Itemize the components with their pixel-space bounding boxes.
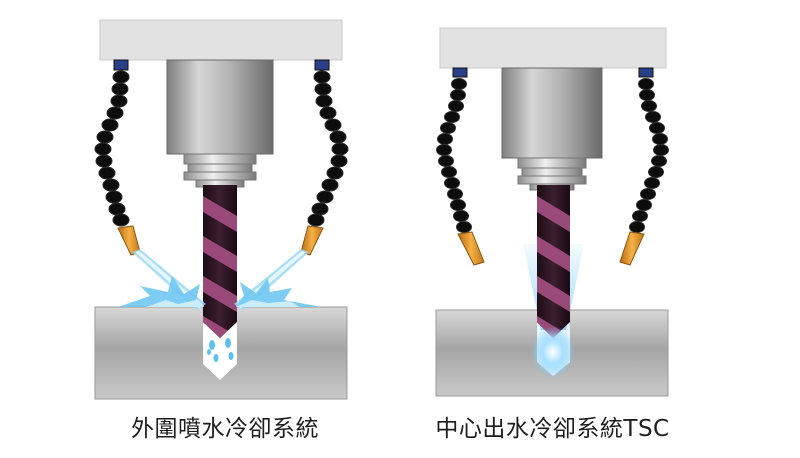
external-coolant-panel (94, 19, 349, 400)
coolant-splash (118, 276, 322, 307)
spindle-body (501, 67, 603, 159)
spindle-body (166, 59, 274, 155)
hose-fitting-left (113, 59, 129, 71)
through-spindle-coolant-panel (435, 27, 669, 397)
hose-fitting-left (452, 67, 468, 78)
caption-external-coolant: 外圍噴水冷卻系統 (131, 416, 319, 442)
drill-bit (203, 185, 237, 338)
hose-fitting-right (314, 59, 330, 71)
hose-fitting-right (638, 67, 654, 78)
caption-through-spindle-coolant: 中心出水冷卻系統TSC (435, 416, 670, 442)
drill-hole (203, 320, 237, 380)
spindle-head (439, 27, 667, 69)
nozzle-left (457, 231, 485, 266)
coolant-glow (531, 326, 575, 378)
tool-holder-collar (183, 153, 257, 188)
coolant-droplets (207, 338, 234, 362)
coolant-hose-left (436, 67, 485, 266)
nozzle-right (619, 231, 645, 266)
coolant-hose-right (619, 67, 669, 266)
spindle-head (99, 19, 343, 61)
nozzle-right (300, 225, 324, 256)
